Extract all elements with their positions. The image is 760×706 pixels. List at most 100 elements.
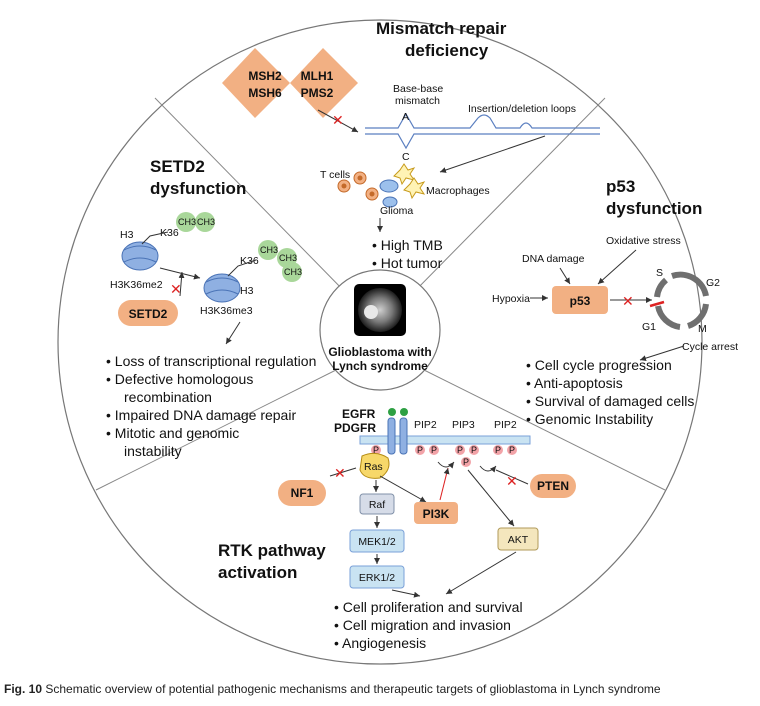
p53-box bbox=[552, 286, 608, 314]
dna-damage-arrow bbox=[559, 267, 571, 285]
p-8: P bbox=[509, 445, 515, 455]
p53-title-line2: dysfunction bbox=[606, 199, 702, 218]
h3k36me2-label: H3K36me2 bbox=[110, 279, 163, 291]
section-dividers bbox=[95, 97, 666, 491]
mmr-bullet-2: • Hot tumor bbox=[372, 255, 443, 271]
cell-cycle-ring bbox=[654, 271, 709, 330]
dna-strands bbox=[365, 112, 600, 150]
p-7: P bbox=[495, 445, 501, 455]
setd2-title-line2: dysfunction bbox=[150, 179, 246, 198]
cycle-arrest-label: Cycle arrest bbox=[682, 341, 738, 353]
pten-label: PTEN bbox=[537, 479, 569, 493]
nf1-label: NF1 bbox=[291, 486, 314, 500]
hypoxia-label: Hypoxia bbox=[492, 293, 530, 305]
cycle-block bbox=[649, 300, 665, 308]
center-title-line1: Glioblastoma with bbox=[328, 345, 431, 359]
p-5: P bbox=[471, 445, 477, 455]
p53-title-line1: p53 bbox=[606, 177, 635, 196]
h3-label-2: H3 bbox=[240, 285, 254, 297]
macrophages-label: Macrophages bbox=[426, 185, 490, 197]
methylation-arrow bbox=[159, 267, 201, 280]
rtk-title-line2: activation bbox=[218, 563, 297, 582]
rtk-bullet-2: • Cell migration and invasion bbox=[334, 617, 511, 633]
setd2-arrow bbox=[178, 271, 185, 297]
p53-bullet-1: • Cell cycle progression bbox=[526, 357, 672, 373]
pten-inhibition-x: ✕ bbox=[506, 473, 518, 489]
figure-caption: Fig. 10 Schematic overview of potential … bbox=[4, 682, 661, 696]
nucleosome-1 bbox=[121, 241, 159, 271]
pi3k-box bbox=[414, 502, 458, 524]
p53-bullet-4: • Genomic Instability bbox=[526, 411, 653, 427]
mek-label: MEK1/2 bbox=[358, 536, 396, 548]
phospho-groups: P P P P P P P P bbox=[371, 445, 517, 467]
phase-g1: G1 bbox=[642, 321, 656, 333]
setd2-bullets: • Loss of transcriptional regulation • D… bbox=[106, 353, 316, 459]
center-title-line2: Lynch syndrome bbox=[332, 359, 428, 373]
setd2-enzyme bbox=[118, 300, 178, 326]
pip2-to-pip3-arrow bbox=[437, 461, 455, 469]
pi3k-pip-arrow bbox=[439, 467, 450, 501]
k36-tail-2 bbox=[227, 259, 257, 277]
ch3-text-1b: CH3 bbox=[197, 217, 215, 227]
pip3-label: PIP3 bbox=[452, 419, 475, 431]
receptor-label-2: PDGFR bbox=[334, 421, 376, 435]
p-3: P bbox=[431, 445, 437, 455]
setd2-bullet-4b: instability bbox=[124, 443, 182, 459]
raf-box bbox=[359, 493, 395, 515]
ch3-1a bbox=[176, 212, 196, 232]
oxidative-label: Oxidative stress bbox=[606, 235, 681, 247]
loops-arrow bbox=[439, 135, 546, 173]
erk-outcome-arrow bbox=[391, 589, 421, 598]
base-base-line1: Base-base bbox=[393, 83, 443, 95]
outer-circle bbox=[57, 19, 703, 665]
ch3-text-2a: CH3 bbox=[260, 245, 278, 255]
caption-text: Schematic overview of potential pathogen… bbox=[45, 682, 661, 696]
akt-outcome-arrow bbox=[445, 551, 517, 595]
setd2-inhibition-x: ✕ bbox=[170, 281, 182, 297]
gene-mlh1: MLH1 bbox=[301, 69, 334, 83]
rtk-title-line1: RTK pathway bbox=[218, 541, 326, 560]
base-a: A bbox=[402, 111, 409, 123]
mek-box bbox=[349, 529, 405, 553]
mmr-gene-diamonds: MSH2 MLH1 MSH6 PMS2 bbox=[222, 48, 358, 118]
base-base-line2: mismatch bbox=[395, 95, 440, 107]
akt-box bbox=[497, 527, 539, 551]
raf-label: Raf bbox=[369, 499, 385, 511]
k36-label-1: K36 bbox=[160, 227, 179, 239]
gene-pms2: PMS2 bbox=[301, 86, 334, 100]
ras-pi3k-arrow bbox=[379, 475, 427, 503]
ch3-text-2c: CH3 bbox=[284, 267, 302, 277]
ras-label: Ras bbox=[364, 461, 383, 473]
nf1-inhibition-x: ✕ bbox=[334, 465, 346, 481]
setd2-title-line1: SETD2 bbox=[150, 157, 205, 176]
phase-s: S bbox=[656, 267, 663, 279]
k36-tail-1 bbox=[141, 231, 169, 245]
gene-msh6: MSH6 bbox=[248, 86, 282, 100]
phase-m: M bbox=[698, 323, 707, 335]
rtk-bullet-3: • Angiogenesis bbox=[334, 635, 426, 651]
p-1: P bbox=[373, 445, 379, 455]
mismatch-title-line2: deficiency bbox=[405, 41, 489, 60]
phase-g2: G2 bbox=[706, 277, 720, 289]
base-c: C bbox=[402, 151, 410, 163]
arrest-arrow bbox=[639, 345, 685, 362]
setd2-bullet-2: • Defective homologous bbox=[106, 371, 253, 387]
pten-box bbox=[530, 474, 576, 498]
k36-label-2: K36 bbox=[240, 255, 259, 267]
glioma-label: Glioma bbox=[380, 205, 413, 217]
receptor-label-1: EGFR bbox=[342, 407, 376, 421]
oxidative-arrow bbox=[597, 249, 637, 285]
setd2-bullet-2b: recombination bbox=[124, 389, 212, 405]
h3k36me3-label: H3K36me3 bbox=[200, 305, 253, 317]
mmr-arrow bbox=[317, 109, 359, 133]
erk-box bbox=[349, 565, 405, 589]
nf1-box bbox=[278, 480, 326, 506]
gene-msh2: MSH2 bbox=[248, 69, 282, 83]
ch3-2a bbox=[258, 240, 278, 260]
pi3k-label: PI3K bbox=[423, 507, 450, 521]
caption-label: Fig. 10 bbox=[4, 682, 43, 696]
mismatch-title-line1: Mismatch repair bbox=[376, 19, 507, 38]
p53-bullet-3: • Survival of damaged cells bbox=[526, 393, 694, 409]
ch3-1b bbox=[195, 212, 215, 232]
